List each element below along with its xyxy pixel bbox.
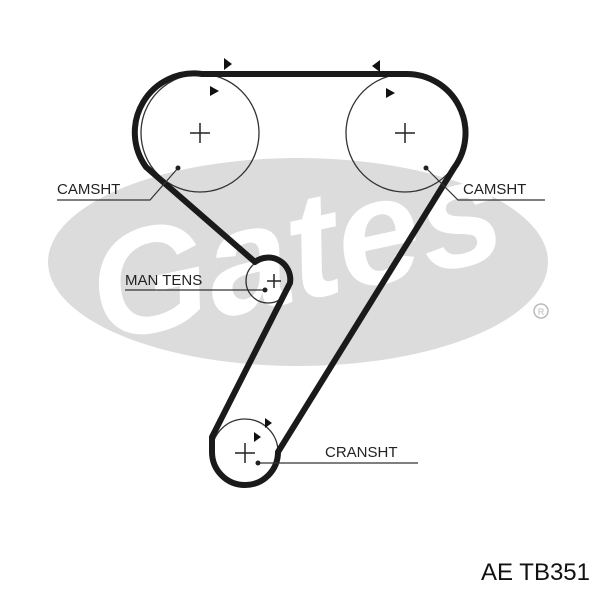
- label-camshaft-right: CAMSHT: [463, 181, 526, 198]
- label-tensioner: MAN TENS: [125, 272, 202, 289]
- pulley-centers: [190, 123, 415, 463]
- timing-mark-crank-inner-icon: [254, 432, 261, 442]
- label-crankshaft: CRANSHT: [325, 444, 398, 461]
- trademark-text: R: [538, 307, 545, 317]
- leader-camshaft-right: [425, 167, 545, 201]
- leader-dot-camshaft-left: [175, 165, 181, 171]
- part-number: AE TB351: [481, 559, 590, 586]
- timing-mark-left-inner-icon: [210, 86, 219, 96]
- label-camshaft-left: CAMSHT: [57, 181, 120, 198]
- timing-mark-right-outer-icon: [372, 60, 380, 72]
- timing-belt: [131, 70, 469, 488]
- timing-mark-left-outer-icon: [224, 58, 232, 70]
- leader-dot-camshaft-right: [423, 165, 429, 171]
- crankshaft-center-icon: [235, 443, 255, 463]
- leader-dots: [175, 165, 429, 466]
- gates-watermark: Gates R: [48, 123, 549, 374]
- leader-dot-crankshaft: [255, 460, 261, 466]
- leader-camshaft-left: [57, 167, 179, 201]
- leader-dot-tensioner: [262, 287, 268, 293]
- leader-lines: [57, 167, 545, 464]
- trademark-circle: [533, 303, 549, 319]
- camshaft-left-center-icon: [190, 123, 210, 143]
- camshaft-right-center-icon: [395, 123, 415, 143]
- watermark-ellipse: [48, 158, 548, 366]
- tensioner-center-icon: [267, 274, 281, 288]
- timing-mark-crank-outer-icon: [265, 418, 272, 428]
- timing-mark-right-inner-icon: [386, 88, 395, 98]
- timing-marks: [210, 58, 395, 442]
